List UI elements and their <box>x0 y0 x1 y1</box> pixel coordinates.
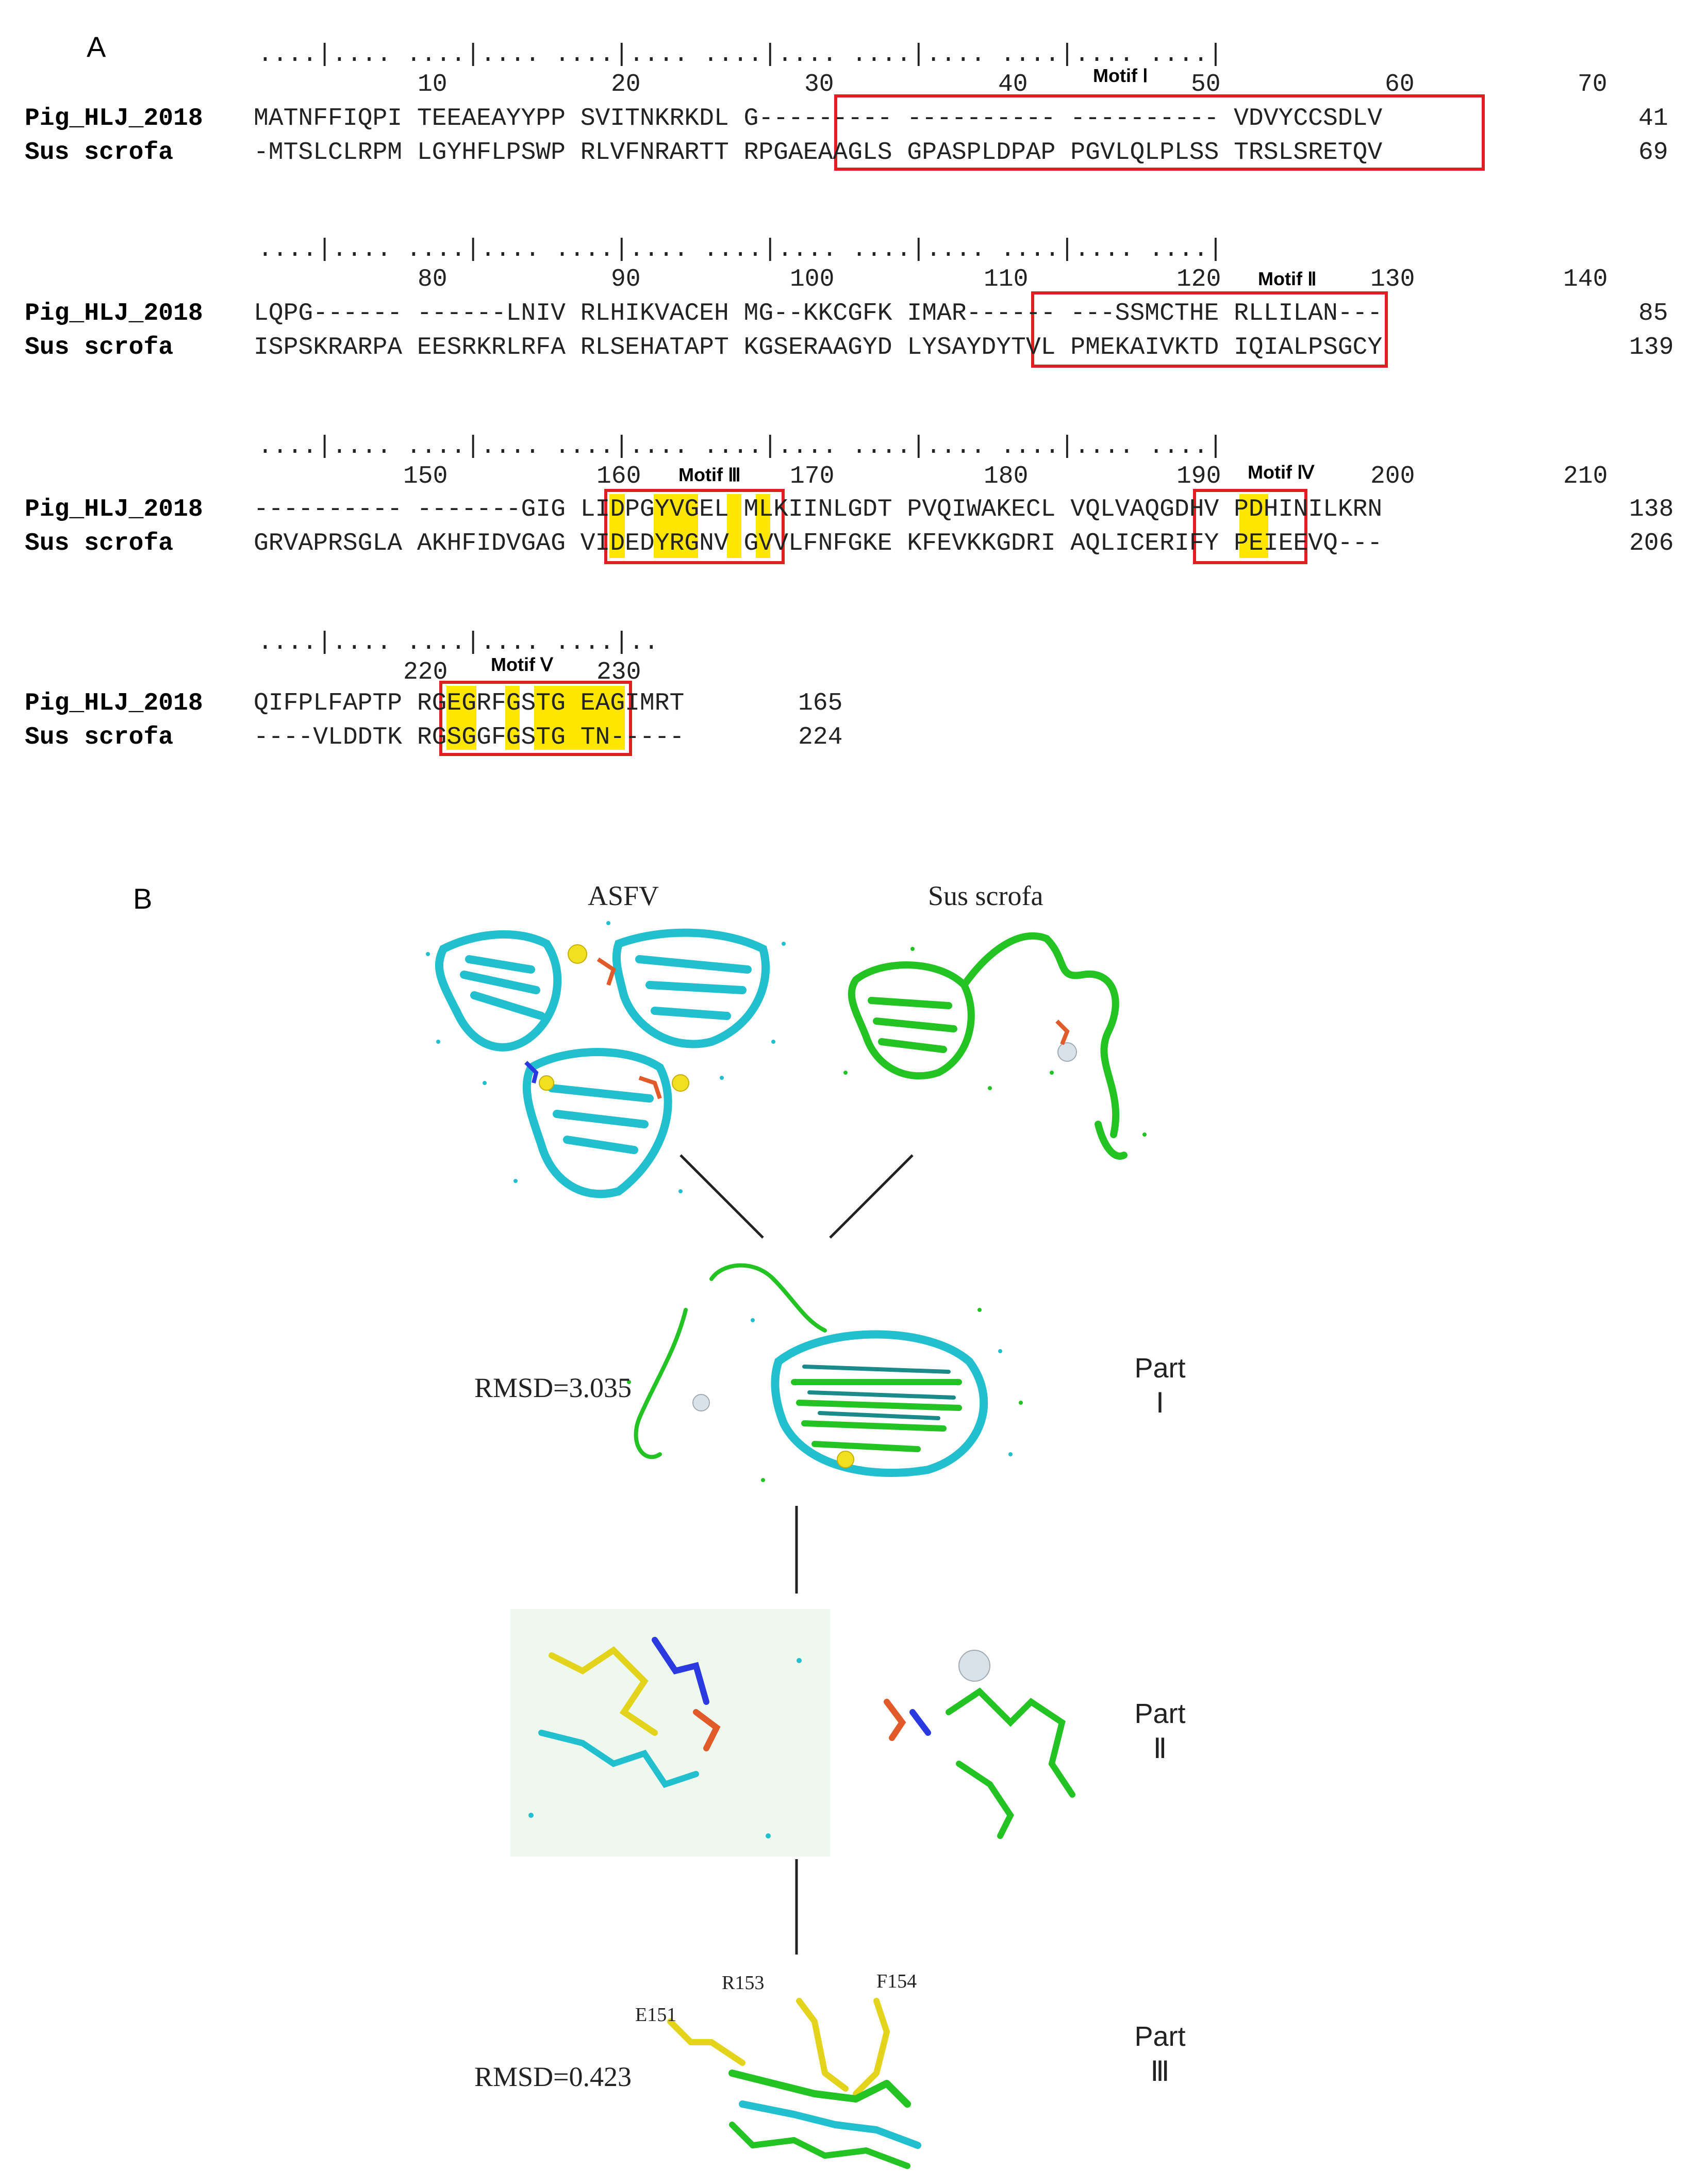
tick-label: 120 <box>1176 266 1221 293</box>
sequence-end-number: 165 <box>798 689 843 717</box>
rmsd-part-3: RMSD=0.423 <box>474 2061 632 2092</box>
motif-1-box <box>834 94 1485 171</box>
tick-label: 100 <box>790 266 835 293</box>
sequence-name: Sus scrofa <box>25 530 174 557</box>
asfv-trimer-structure <box>426 921 786 1198</box>
part-1-superposition <box>627 1263 1023 1482</box>
motif-2-label: Motif Ⅱ <box>1258 268 1317 289</box>
tick-label: 160 <box>596 463 641 490</box>
motif-4-label: Motif Ⅳ <box>1248 462 1315 483</box>
conserved-highlight <box>1239 494 1268 558</box>
sequence-end-number: 138 <box>1629 496 1674 523</box>
sequence-end-number: 206 <box>1629 530 1674 557</box>
tick-label: 110 <box>984 266 1029 293</box>
sequence-row: ISPSKRARPA EESRKRLRFA RLSEHATAPT KGSERAA… <box>254 334 1383 362</box>
tick-label: 70 <box>1578 71 1607 98</box>
motif-1-label: Motif Ⅰ <box>1093 65 1148 86</box>
sequence-name: Sus scrofa <box>25 724 174 751</box>
tick-label: 50 <box>1191 71 1221 98</box>
sequence-name: Pig_HLJ_2018 <box>25 689 203 717</box>
conserved-highlight <box>446 686 476 750</box>
part-numeral: Ⅲ <box>1150 2056 1170 2087</box>
tick-label: 80 <box>418 266 448 293</box>
residue-label: F154 <box>876 1970 917 1992</box>
tick-label: 150 <box>403 463 448 490</box>
motif-4-box <box>1193 489 1307 564</box>
tick-label: 10 <box>418 71 448 98</box>
panel-b-label: B <box>133 882 153 915</box>
tick-label: 130 <box>1370 266 1415 293</box>
sequence-end-number: 41 <box>1638 105 1668 133</box>
sequence-name: Pig_HLJ_2018 <box>25 496 203 523</box>
part-numeral: Ⅱ <box>1153 1733 1167 1764</box>
conserved-highlight <box>756 494 770 558</box>
part-2-asfv-closeup <box>510 1609 830 1857</box>
conserved-highlight <box>609 494 625 558</box>
sequence-name: Pig_HLJ_2018 <box>25 105 203 133</box>
sus-scrofa-title: Sus scrofa <box>928 880 1043 911</box>
sequence-name: Pig_HLJ_2018 <box>25 300 203 327</box>
ruler-block-3: ....|.... ....|.... ....|.... ....|.... … <box>258 433 1223 461</box>
tick-label: 30 <box>804 71 834 98</box>
tick-label: 190 <box>1176 463 1221 490</box>
sequence-end-number: 69 <box>1638 139 1668 167</box>
conserved-highlight <box>654 494 698 558</box>
sequence-end-number: 139 <box>1629 334 1674 362</box>
sequence-row: ---------- -------GIG LIDPGYVGEL MLKIINL… <box>254 496 1383 523</box>
tick-label: 170 <box>790 463 835 490</box>
tick-label: 40 <box>998 71 1028 98</box>
ruler-block-4: ....|.... ....|.... ....|.. <box>258 629 659 656</box>
motif-3-box <box>604 489 785 564</box>
motif-5-box <box>439 681 632 756</box>
part-3-motif-superposition <box>667 1998 921 2169</box>
part-word: Part <box>1134 1698 1186 1729</box>
motif-3-label: Motif Ⅲ <box>678 464 741 485</box>
part-3-label: Part Ⅲ <box>1124 2019 1196 2089</box>
ruler-block-1: ....|.... ....|.... ....|.... ....|.... … <box>258 41 1223 69</box>
tick-label: 140 <box>1563 266 1608 293</box>
sequence-row: LQPG------ ------LNIV RLHIKVACEH MG--KKC… <box>254 300 1383 327</box>
part-word: Part <box>1134 1353 1186 1384</box>
conserved-highlight <box>505 686 520 750</box>
part-word: Part <box>1134 2021 1186 2052</box>
sus-scrofa-structure <box>843 932 1147 1160</box>
part-2-sus-scrofa-closeup <box>884 1650 1075 1839</box>
motif-5-label: Motif Ⅴ <box>491 654 553 675</box>
part-2-label: Part Ⅱ <box>1124 1697 1196 1766</box>
tick-label: 210 <box>1563 463 1608 490</box>
sequence-name: Sus scrofa <box>25 334 174 362</box>
sequence-name: Sus scrofa <box>25 139 174 167</box>
sequence-row: MATNFFIQPI TEEAEAYYPP SVITNKRKDL G------… <box>254 105 1383 133</box>
panel-a-label: A <box>87 30 106 63</box>
rmsd-part-1: RMSD=3.035 <box>474 1372 632 1403</box>
motif-2-box <box>1031 291 1388 368</box>
sequence-end-number: 224 <box>798 724 843 751</box>
residue-label: E151 <box>635 2004 677 2026</box>
ruler-block-2: ....|.... ....|.... ....|.... ....|.... … <box>258 236 1223 264</box>
asfv-title: ASFV <box>588 880 659 911</box>
part-1-label: Part Ⅰ <box>1124 1351 1196 1421</box>
residue-label: R153 <box>722 1972 765 1994</box>
conserved-highlight <box>727 494 741 558</box>
sequence-row: -MTSLCLRPM LGYHFLPSWP RLVFNRARTT RPGAEAA… <box>254 139 1383 167</box>
sequence-row: ----VLDDTK RGSGGFGSTG TN----- <box>254 724 685 751</box>
sequence-row: QIFPLFAPTP RGEGRFGSTG EAGIMRT <box>254 689 685 717</box>
sequence-row: GRVAPRSGLA AKHFIDVGAG VIDEDYRGNV GVVLFNF… <box>254 530 1383 557</box>
part-numeral: Ⅰ <box>1156 1387 1164 1419</box>
sequence-end-number: 85 <box>1638 300 1668 327</box>
conserved-highlight <box>534 686 625 750</box>
tick-label: 90 <box>611 266 641 293</box>
tick-label: 60 <box>1385 71 1415 98</box>
tick-label: 200 <box>1370 463 1415 490</box>
tick-label: 180 <box>984 463 1029 490</box>
tick-label: 20 <box>611 71 641 98</box>
